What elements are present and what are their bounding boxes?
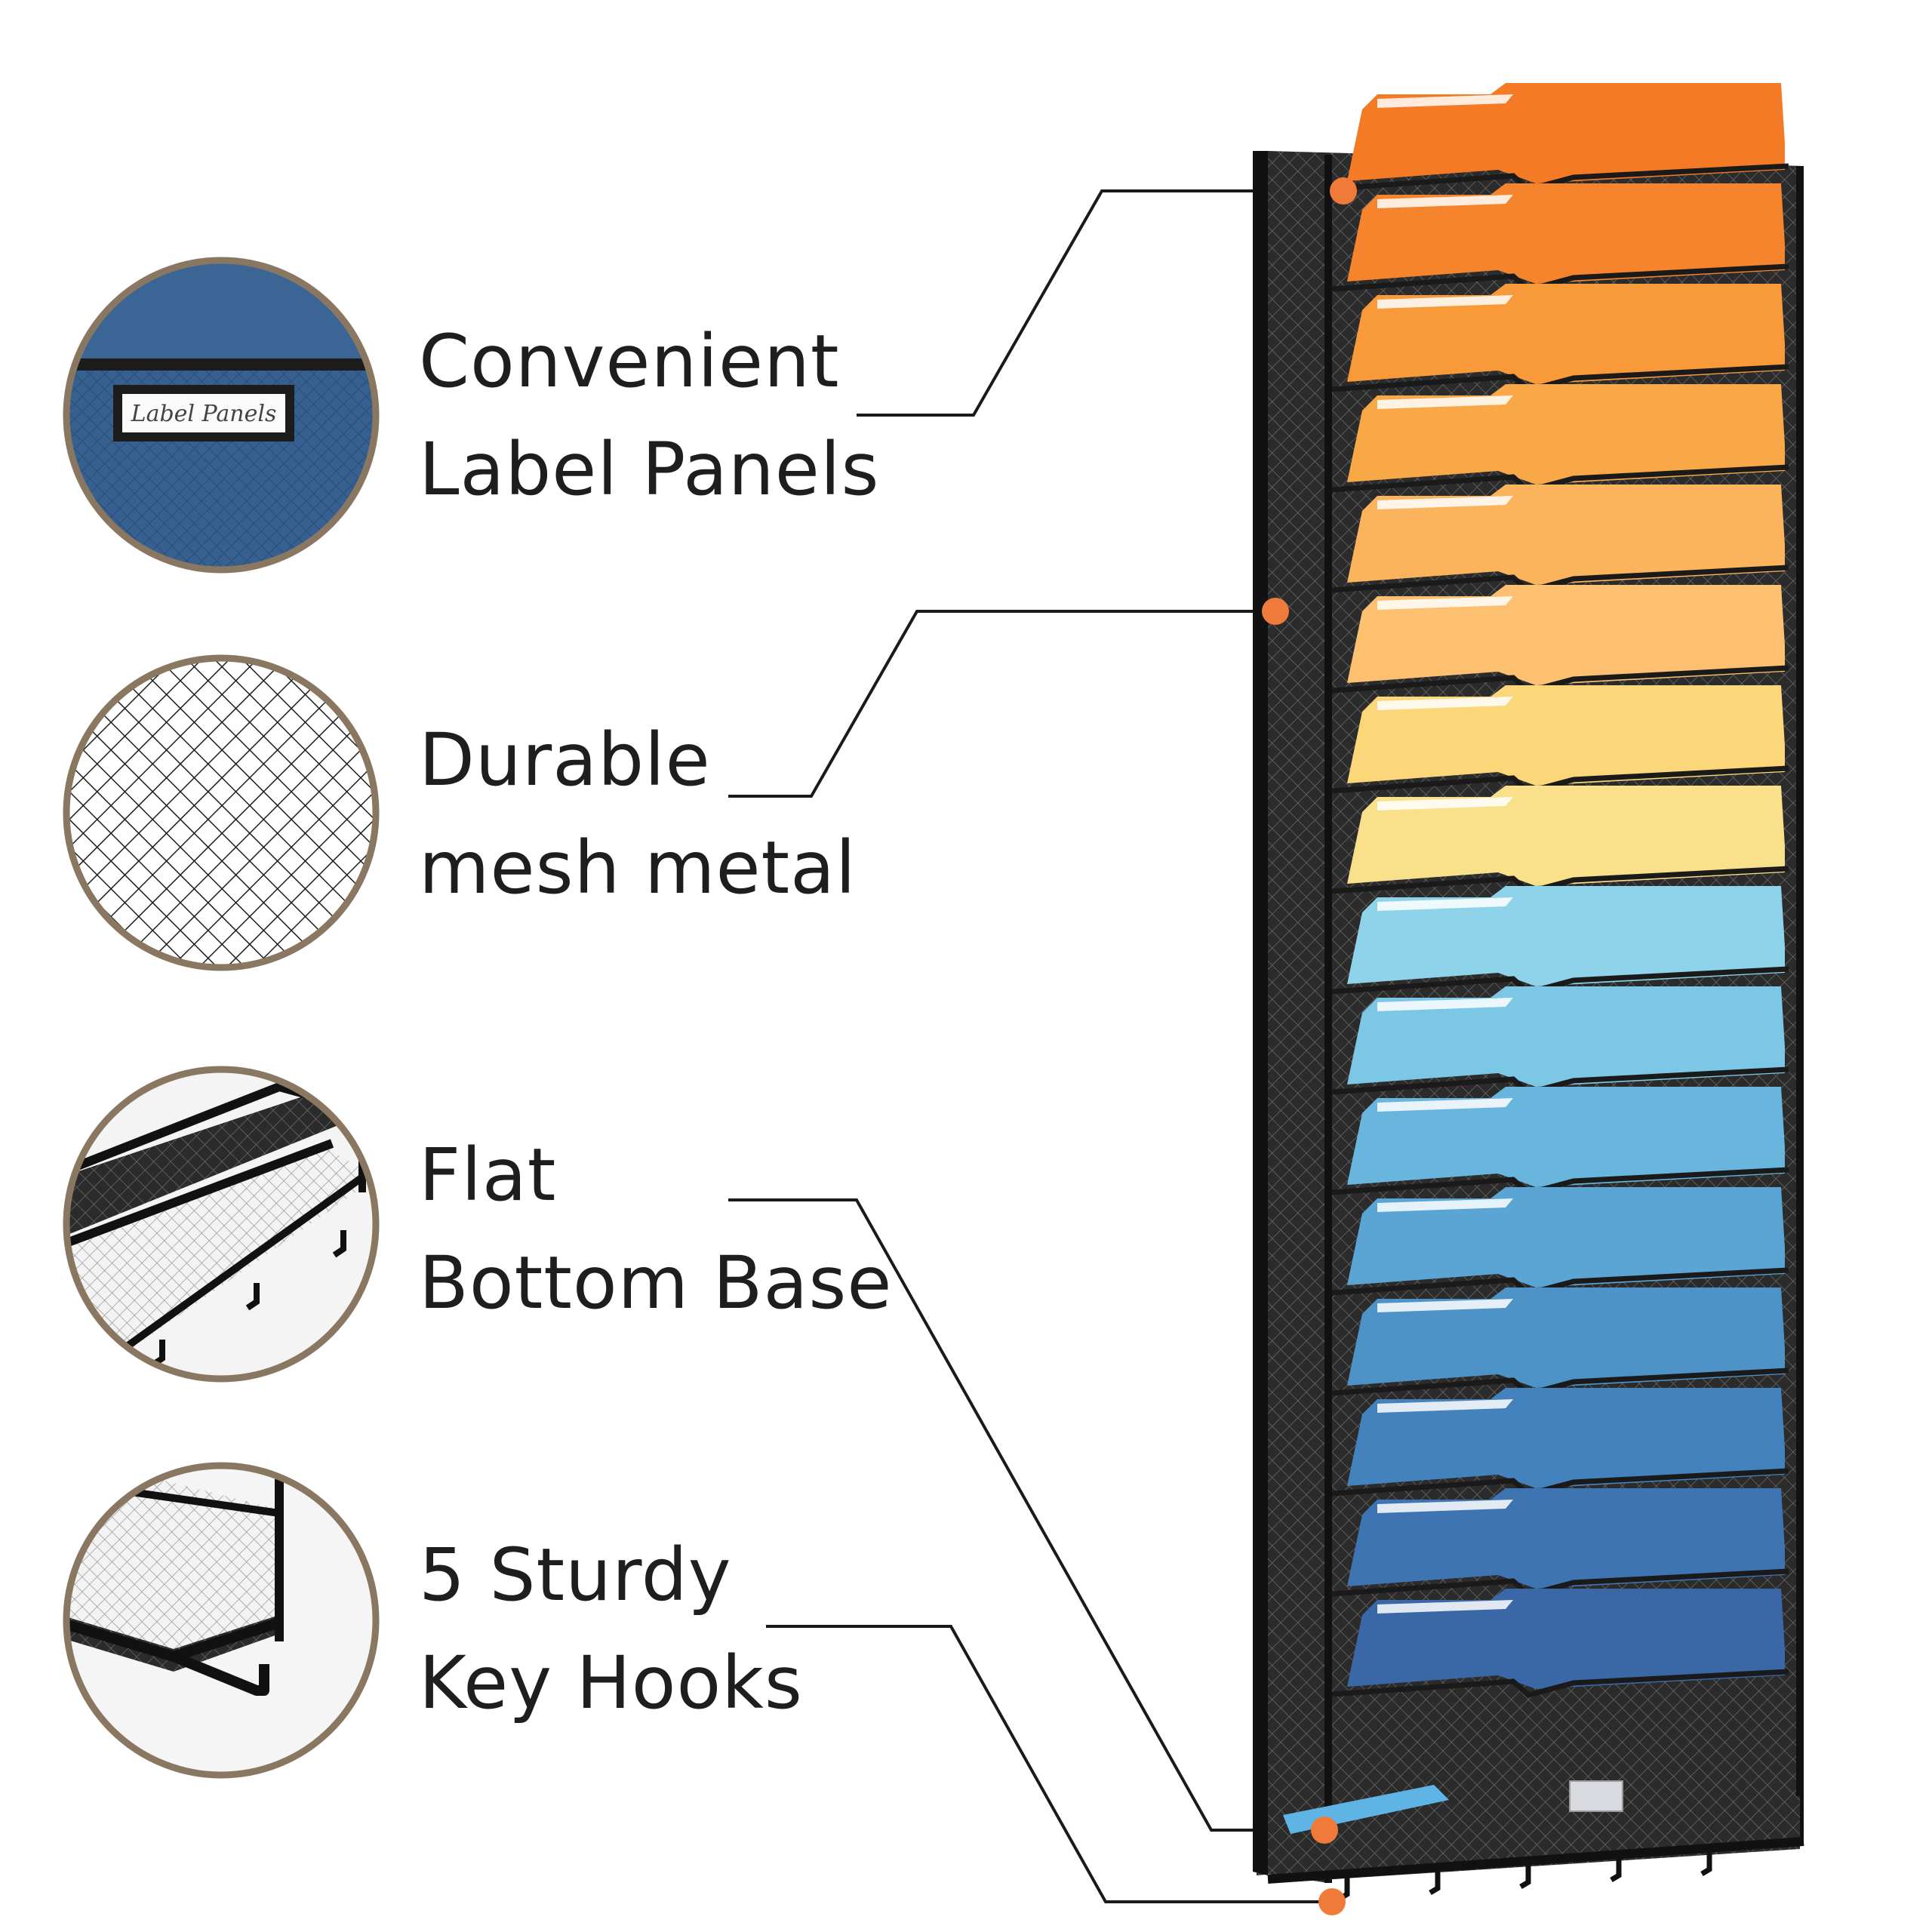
callout-dot-label-panels [1330, 177, 1357, 205]
feature-base-line2: Bottom Base [419, 1241, 892, 1325]
key-hook-closeup-icon [63, 1462, 380, 1779]
label-panels-closeup-icon: Label Panels [63, 257, 380, 574]
folder-tab-label [1377, 998, 1513, 1011]
file-folder [1347, 1388, 1785, 1488]
callout-dot-base [1311, 1817, 1338, 1844]
folder-tab-label [1377, 1198, 1513, 1212]
folder-tab-label [1377, 1500, 1513, 1513]
folder-tab-label [1377, 1399, 1513, 1413]
feature-label-panels-line2: Label Panels [419, 427, 880, 512]
folder-tab-label [1377, 395, 1513, 409]
feature-hooks-line1: 5 Sturdy [419, 1533, 732, 1617]
mesh-closeup-icon [63, 654, 380, 971]
folder-tab-label [1377, 1098, 1513, 1112]
file-folder [1347, 183, 1785, 284]
folder-tab-label [1377, 195, 1513, 208]
file-folder [1347, 83, 1785, 183]
folder-tab-label [1377, 496, 1513, 509]
folder-tab-label [1377, 295, 1513, 309]
feature-mesh-line2: mesh metal [419, 826, 857, 910]
file-folder [1347, 986, 1785, 1087]
file-folder [1347, 1488, 1785, 1589]
feature-mesh-line1: Durable [419, 718, 711, 802]
folder-tab-label [1377, 94, 1513, 108]
callout-dot-mesh [1262, 598, 1289, 625]
file-folder [1347, 685, 1785, 786]
file-folder [1347, 886, 1785, 986]
leader-line-label-panels [857, 189, 1343, 417]
feature-hooks-line2: Key Hooks [419, 1641, 803, 1725]
file-folder [1347, 384, 1785, 485]
folder-tab-label [1377, 596, 1513, 610]
file-folder [1347, 786, 1785, 886]
folder-tab-label [1377, 1299, 1513, 1312]
pocket-rail [1331, 1669, 1789, 1698]
leader-line-hooks [766, 1625, 1332, 1903]
folder-tab-label [1377, 897, 1513, 911]
flat-base-closeup-icon [63, 1066, 380, 1383]
folder-tab-label [1377, 1600, 1513, 1614]
inset-label-text: Label Panels [131, 401, 277, 427]
folder-tab-label [1377, 697, 1513, 710]
callout-dot-hooks [1318, 1888, 1346, 1915]
feature-base-line1: Flat [419, 1133, 556, 1217]
feature-label-panels-line1: Convenient [419, 319, 840, 404]
wall-file-organizer [1253, 83, 1804, 1902]
leader-line-mesh [728, 610, 1275, 798]
file-folder [1347, 1087, 1785, 1187]
file-folder [1347, 1187, 1785, 1287]
file-folder [1347, 1589, 1785, 1689]
file-folder [1347, 485, 1785, 585]
file-folder [1347, 284, 1785, 384]
folder-tab-label [1377, 797, 1513, 811]
file-folder [1347, 1287, 1785, 1388]
file-folder [1347, 585, 1785, 685]
folder-stack [1331, 83, 1789, 1698]
